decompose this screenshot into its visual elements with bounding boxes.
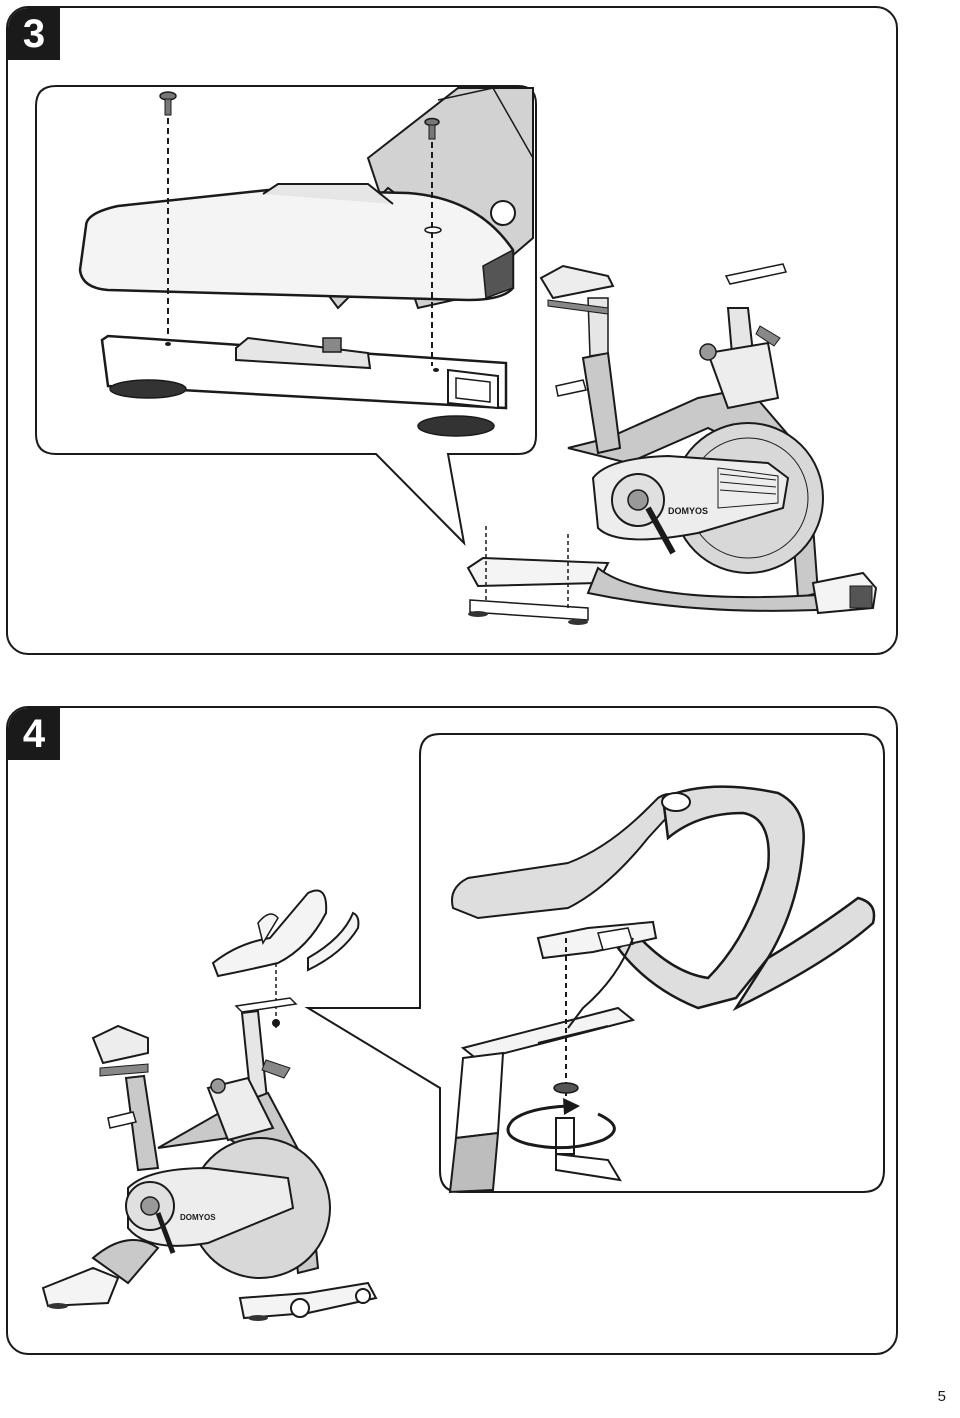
- brand-logo-text: DOMYOS: [180, 1213, 216, 1222]
- exercise-bike-illustration: DOMYOS: [41, 889, 378, 1321]
- page-number: 5: [937, 1388, 946, 1405]
- step-number-badge: 3: [8, 8, 60, 60]
- step-4-illustration: DOMYOS: [41, 733, 885, 1321]
- screw-icon: [159, 91, 177, 116]
- step-4-panel: 4: [6, 706, 898, 1355]
- exercise-bike-illustration: DOMYOS: [466, 263, 878, 625]
- washer-icon: [553, 1082, 579, 1094]
- adjustment-knob: [555, 1117, 622, 1182]
- step-3-panel: 3: [6, 6, 898, 655]
- rotation-arrow-icon: [506, 1098, 616, 1150]
- zoomed-handlebar: [451, 785, 876, 1012]
- zoomed-foot-cover: [78, 183, 515, 302]
- zoomed-base-bar: [100, 334, 508, 437]
- zoomed-handlebar-post: [448, 1006, 636, 1194]
- step-number-badge: 4: [8, 708, 60, 760]
- screw-icon: [424, 117, 440, 140]
- step-3-illustration: DOMYOS: [35, 85, 878, 625]
- brand-logo-text: DOMYOS: [668, 506, 708, 516]
